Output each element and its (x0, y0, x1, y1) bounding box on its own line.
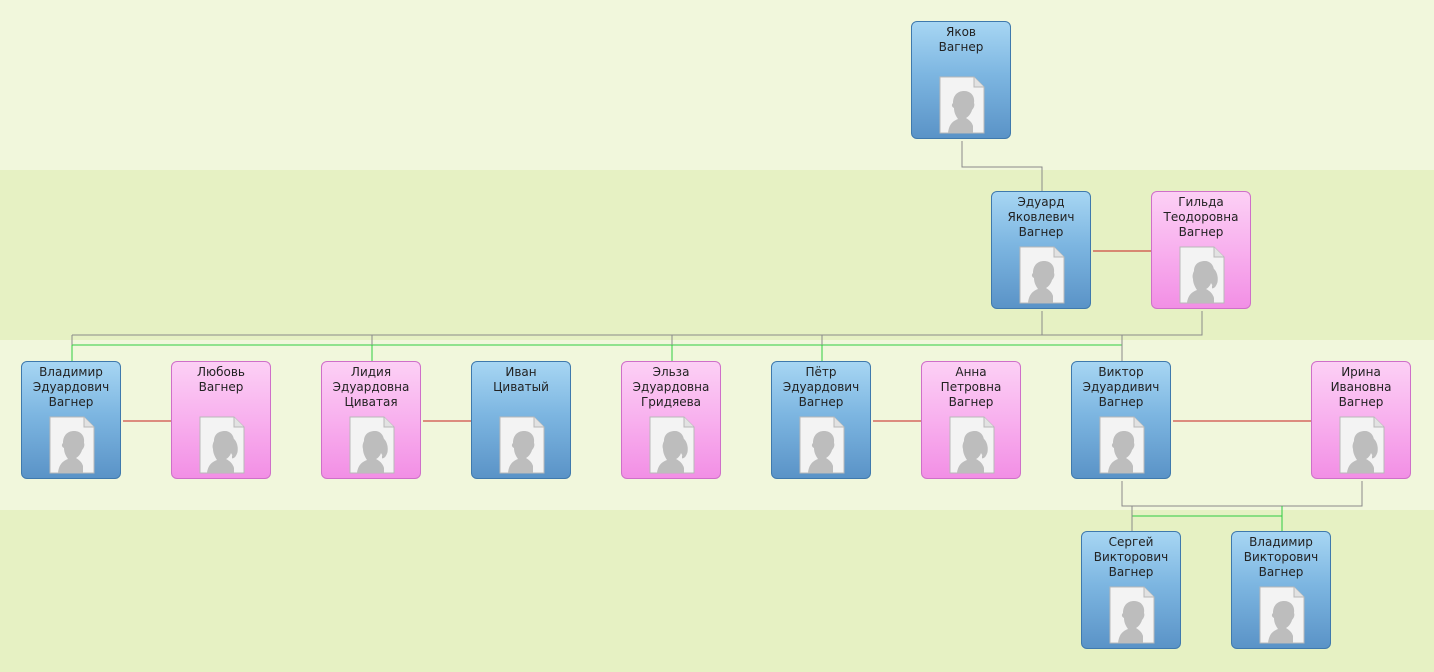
person-name: Лидия Эдуардовна Циватая (332, 365, 410, 409)
male-silhouette-icon (1019, 246, 1065, 304)
person-card-ivan-tsivatyi[interactable]: Иван Циватый (471, 361, 571, 479)
person-card-vladimir-eduardovich[interactable]: Владимир Эдуардович Вагнер (21, 361, 121, 479)
person-name: Владимир Эдуардович Вагнер (32, 365, 110, 409)
female-silhouette-icon (199, 416, 245, 474)
male-silhouette-icon (499, 416, 545, 474)
person-card-yakov-vagner[interactable]: Яков Вагнер (911, 21, 1011, 139)
person-card-sergei-vagner[interactable]: Сергей Викторович Вагнер (1081, 531, 1181, 649)
person-card-elza-gridyaeva[interactable]: Эльза Эдуардовна Гридяева (621, 361, 721, 479)
person-name: Пётр Эдуардович Вагнер (782, 365, 860, 409)
parent-child-connector (961, 141, 1043, 191)
male-silhouette-icon (799, 416, 845, 474)
person-card-gilda-vagner[interactable]: Гильда Теодоровна Вагнер (1151, 191, 1251, 309)
person-card-petr-vagner[interactable]: Пётр Эдуардович Вагнер (771, 361, 871, 479)
person-name: Эльза Эдуардовна Гридяева (632, 365, 710, 409)
male-silhouette-icon (1259, 586, 1305, 644)
male-silhouette-icon (1109, 586, 1155, 644)
person-name: Любовь Вагнер (196, 365, 245, 394)
person-name: Ирина Ивановна Вагнер (1330, 365, 1392, 409)
person-name: Гильда Теодоровна Вагнер (1163, 195, 1239, 239)
male-silhouette-icon (49, 416, 95, 474)
person-card-irina-vagner[interactable]: Ирина Ивановна Вагнер (1311, 361, 1411, 479)
person-card-eduard-vagner[interactable]: Эдуард Яковлевич Вагнер (991, 191, 1091, 309)
person-card-lidiya-tsivataya[interactable]: Лидия Эдуардовна Циватая (321, 361, 421, 479)
person-card-anna-vagner[interactable]: Анна Петровна Вагнер (921, 361, 1021, 479)
person-name: Иван Циватый (493, 365, 549, 394)
person-name: Анна Петровна Вагнер (940, 365, 1002, 409)
parents-drop-connector (1122, 311, 1203, 336)
person-card-lyubov-vagner[interactable]: Любовь Вагнер (171, 361, 271, 479)
person-name: Яков Вагнер (938, 25, 984, 54)
male-silhouette-icon (939, 76, 985, 134)
generation-band-4 (0, 510, 1434, 672)
person-name: Эдуард Яковлевич Вагнер (1007, 195, 1075, 239)
parents-drop-connector (1121, 481, 1363, 507)
person-name: Владимир Викторович Вагнер (1243, 535, 1319, 579)
female-silhouette-icon (649, 416, 695, 474)
person-name: Сергей Викторович Вагнер (1093, 535, 1169, 579)
person-name: Виктор Эдуардивич Вагнер (1082, 365, 1160, 409)
person-card-viktor-vagner[interactable]: Виктор Эдуардивич Вагнер (1071, 361, 1171, 479)
female-silhouette-icon (949, 416, 995, 474)
male-silhouette-icon (1099, 416, 1145, 474)
female-silhouette-icon (1179, 246, 1225, 304)
female-silhouette-icon (349, 416, 395, 474)
female-silhouette-icon (1339, 416, 1385, 474)
person-card-vladimir-viktorovich[interactable]: Владимир Викторович Вагнер (1231, 531, 1331, 649)
generation-band-1 (0, 0, 1434, 170)
